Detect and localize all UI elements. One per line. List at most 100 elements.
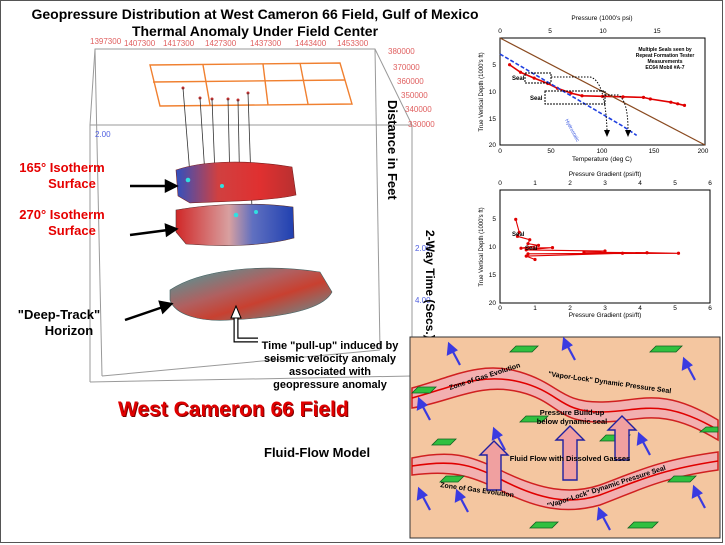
chart1-point (507, 63, 512, 67)
chart1-bottom-tick: 50 (547, 148, 555, 155)
chart2-bottom-tick: 4 (638, 305, 642, 312)
chart2-top-tick: 5 (673, 180, 677, 187)
chart2-point (514, 217, 518, 221)
chart2-bottom-tick: 2 (568, 305, 572, 312)
chart1-dotted-arrow (551, 76, 608, 131)
chart1-point (648, 97, 652, 101)
chart1-bottom-tick: 200 (698, 148, 709, 155)
iso165-line1: 165° Isotherm (19, 160, 105, 175)
iso270-line2: Surface (48, 223, 96, 238)
chart2-point (550, 246, 555, 250)
chart2-point (533, 257, 537, 262)
chart1-seal-2: Seal (530, 96, 543, 102)
chart1-left-tick: 5 (492, 62, 496, 69)
tick-time-right-0: 2.00 (415, 244, 431, 253)
chart2-bottom-tick: 5 (673, 305, 677, 312)
isotherm-165-label: 165° Isotherm Surface (2, 160, 122, 192)
deep-line2: Horizon (44, 323, 94, 338)
chart2-top-label: Pressure Gradient (psi/ft) (569, 171, 642, 178)
chart2-point (528, 238, 532, 242)
chart2-point (517, 230, 521, 234)
tick-time-right-1: 4.00 (415, 296, 431, 305)
chart2-plot-area (499, 189, 711, 304)
chart1-top-tick: 10 (599, 28, 607, 35)
chart1-legend-line: Measurements (647, 59, 682, 65)
tick-x-1: 1407300 (124, 39, 156, 48)
chart1-seal-1: Seal (512, 76, 525, 82)
chart1-seal-box (544, 90, 606, 105)
chart1-arrow-head (604, 130, 610, 137)
label-arrows (124, 178, 179, 322)
chart2-point (620, 251, 625, 255)
chart2-top-tick: 6 (708, 180, 712, 187)
tick-x-4: 1437300 (250, 39, 282, 48)
chart2-bottom-tick: 3 (603, 305, 607, 312)
chart1-point (569, 91, 573, 95)
chart1-left-tick: 15 (489, 116, 497, 123)
chart1-bottom-tick: 0 (498, 148, 502, 155)
chart2-point (524, 248, 528, 252)
cube-wireframe (89, 48, 413, 383)
chart2-point (519, 246, 523, 250)
chart2-point (676, 251, 681, 255)
chart2-left-tick: 15 (489, 272, 497, 279)
iso270-line1: 270° Isotherm (19, 207, 105, 222)
tick-x-6: 1453300 (337, 39, 369, 48)
deep-track-horizon-surface (169, 267, 333, 321)
chart2-point (536, 243, 541, 247)
chart2-left-tick: 5 (492, 216, 496, 223)
chart2-point (645, 251, 649, 255)
buildup-line2: below dynamic seal (537, 417, 607, 426)
chart1-legend-line: Repeat Formation Tester (636, 53, 695, 59)
field-title: West Cameron 66 Field (118, 398, 349, 421)
title-line-2: Thermal Anomaly Under Field Center (131, 23, 379, 39)
chart1-point (682, 103, 687, 108)
tick-x-5: 1443400 (295, 39, 327, 48)
tick-x-2: 1417300 (163, 39, 195, 48)
tick-y-0: 380000 (388, 47, 415, 56)
chart2-point (603, 249, 607, 253)
tick-time-0: 2.00 (95, 130, 111, 139)
tick-x-3: 1427300 (205, 39, 237, 48)
chart1-legend-line: Multiple Seals seen by (638, 47, 692, 53)
orange-map-grid (149, 62, 353, 107)
chart1-point (532, 76, 536, 80)
tick-y-1: 370000 (393, 63, 420, 72)
deep-track-label: "Deep-Track" Horizon (4, 307, 114, 339)
isotherm-270-label: 270° Isotherm Surface (2, 207, 122, 239)
chart1-series-measured-pressure (509, 64, 685, 107)
chart1-point (676, 102, 680, 106)
chart2-point (526, 252, 530, 256)
chart2-top-tick: 3 (603, 180, 607, 187)
chart1-point (641, 95, 646, 99)
fluid-flow-title: Fluid-Flow Model (264, 445, 371, 460)
chart1-bottom-tick: 150 (649, 148, 660, 155)
chart2-left-label: True Vertical Depth (1000's ft) (479, 207, 485, 286)
chart2-point (526, 242, 530, 246)
upward-flow-arrows (478, 415, 638, 491)
chart1-legend-line: EC64 Mobil #A-7 (645, 65, 684, 71)
buildup-line1: Pressure Build-up (540, 408, 605, 417)
chart1-left-label: True Vertical Depth (1000's ft) (479, 52, 485, 131)
page-title: Geopressure Distribution at West Cameron… (20, 6, 490, 40)
chart2-point (582, 250, 586, 254)
chart2-left-tick: 10 (489, 244, 497, 251)
chart2-bottom-tick: 1 (533, 305, 537, 312)
isotherm-165-surface (175, 161, 297, 204)
chart1-top-label: Pressure (1000's psi) (571, 15, 632, 22)
chart2-bottom-tick: 6 (708, 305, 712, 312)
pullup-note: Time "pull-up" induced by seismic veloci… (261, 340, 399, 391)
chart1-point (580, 94, 584, 98)
iso165-line2: Surface (48, 176, 96, 191)
chart1-top-tick: 0 (498, 28, 502, 35)
fluid-flow-label: Fluid Flow with Dissolved Gasses (510, 454, 630, 463)
deep-line1: "Deep-Track" (17, 307, 101, 322)
chart2-bottom-tick: 0 (498, 305, 502, 312)
chart1-point (669, 100, 673, 104)
chart1-left-tick: 20 (489, 142, 497, 149)
chart2-point (515, 234, 520, 238)
chart1-bottom-label: Temperature (deg C) (572, 156, 632, 163)
